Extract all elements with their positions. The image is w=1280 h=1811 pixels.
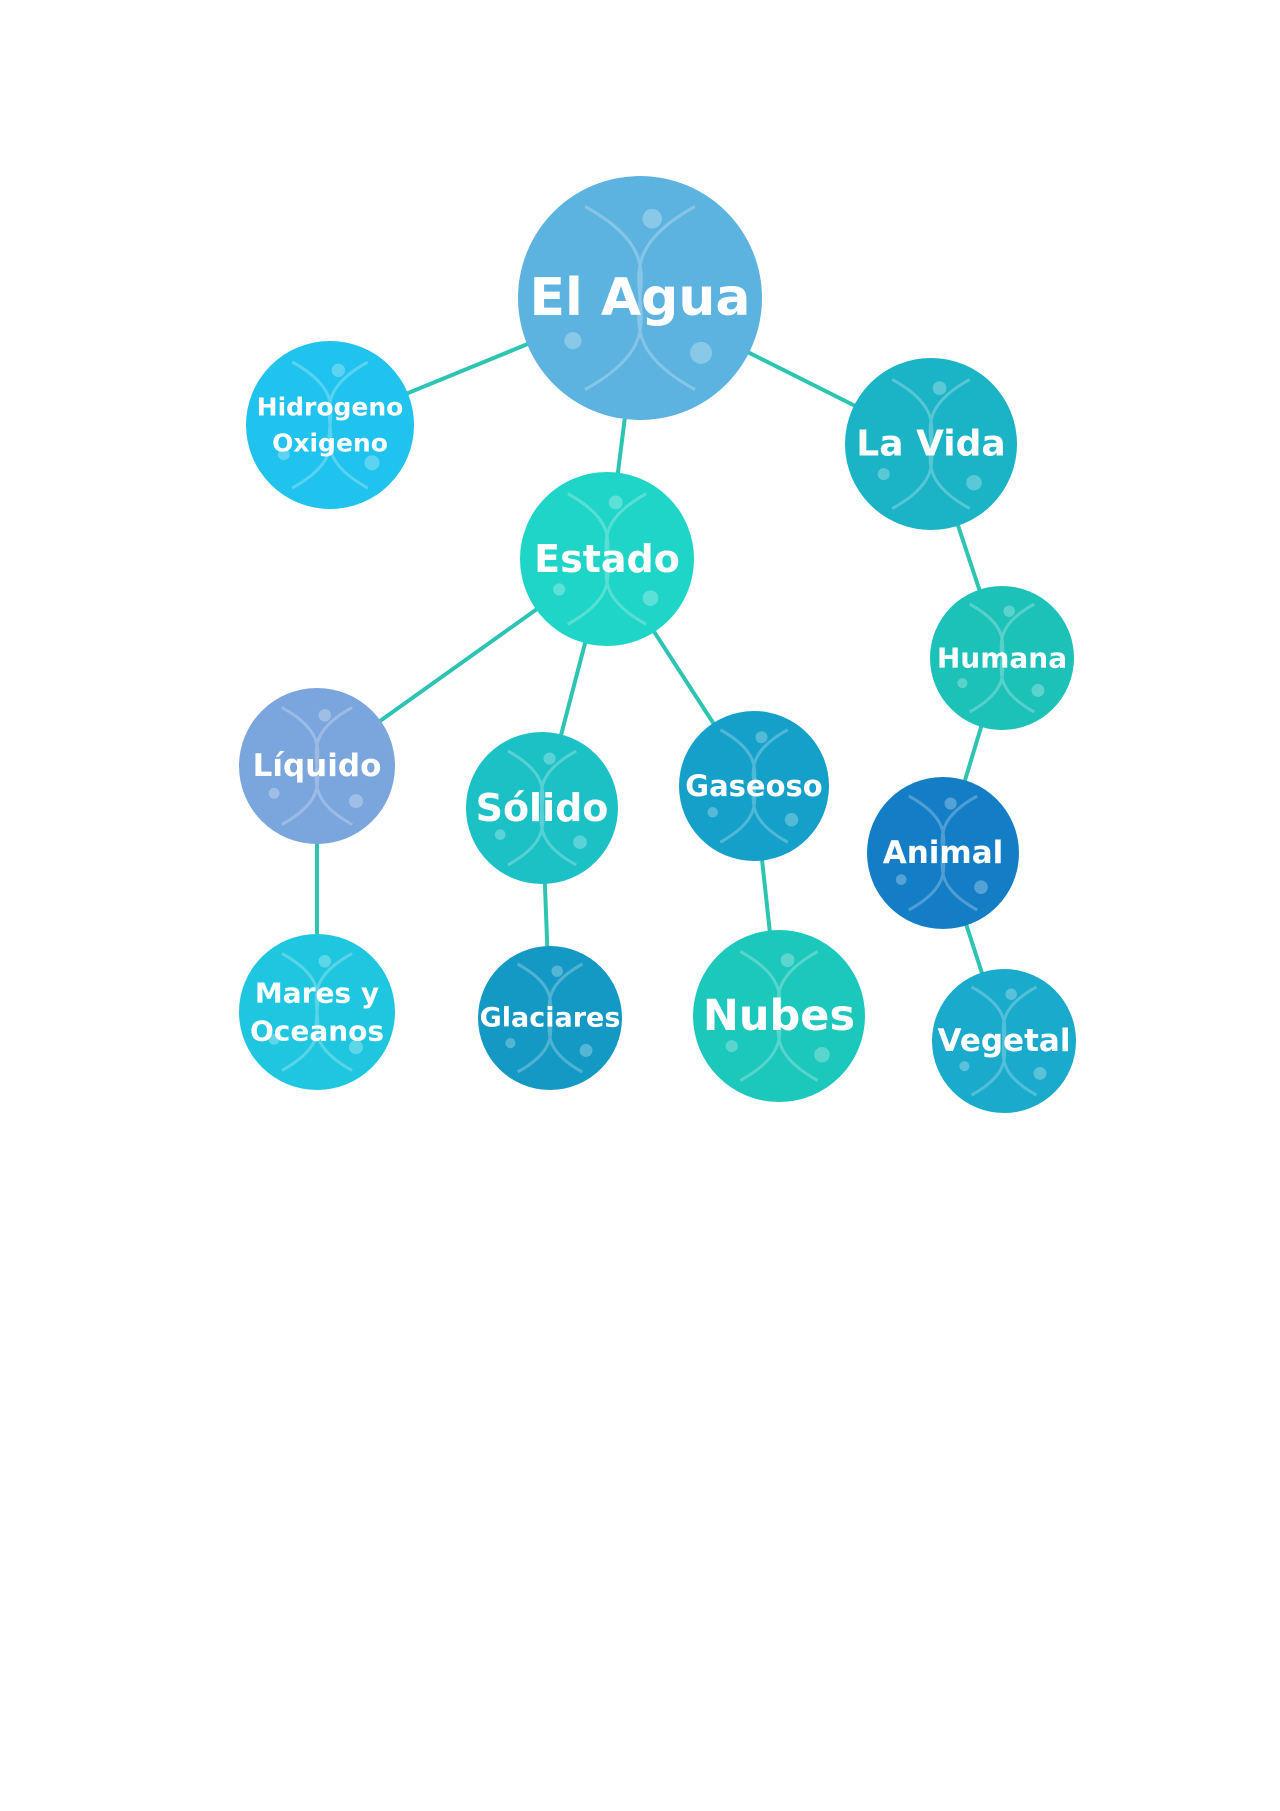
bubble-dot xyxy=(642,208,662,229)
bubble-dot xyxy=(348,794,364,809)
node-label-solido: Sólido xyxy=(476,786,609,830)
bubble-dot xyxy=(784,813,799,827)
bubble-dot xyxy=(543,752,556,765)
node-label-gaseoso: Gaseoso xyxy=(685,769,822,803)
node-label-animal: Animal xyxy=(883,835,1004,871)
bubble-dot xyxy=(932,381,947,395)
bubble-dot xyxy=(553,583,566,596)
bubble-dot xyxy=(364,455,380,471)
node-label-estado: Estado xyxy=(534,537,680,581)
node-label-liquido: Líquido xyxy=(253,748,382,784)
helix-pattern xyxy=(281,706,353,826)
bubble-dot xyxy=(331,363,346,378)
helix-pattern xyxy=(291,360,369,490)
node-label-vegetal: Vegetal xyxy=(938,1023,1071,1059)
node-mares: Mares y Oceanos xyxy=(239,934,395,1090)
helix-pattern xyxy=(968,602,1036,714)
helix-pattern xyxy=(584,205,696,391)
node-label-glaciares: Glaciares xyxy=(480,1003,621,1034)
node-label-hidrogeno-1: Hidrogeno xyxy=(257,393,404,422)
node-label-nubes: Nubes xyxy=(703,991,855,1041)
node-circle-nubes xyxy=(693,930,865,1102)
bubble-dot xyxy=(348,1040,364,1055)
bubble-dot xyxy=(608,495,623,510)
bubble-dot xyxy=(494,829,506,840)
node-label-agua: El Agua xyxy=(529,268,750,328)
bubble-dot xyxy=(1031,683,1045,697)
node-circle-gaseoso xyxy=(679,711,829,861)
node-label-mares-1: Mares y xyxy=(255,977,379,1010)
node-vida: La Vida xyxy=(845,358,1017,530)
node-vegetal: Vegetal xyxy=(932,969,1076,1113)
helix-pattern xyxy=(516,962,584,1074)
node-circle-animal xyxy=(867,777,1019,929)
node-circle-liquido xyxy=(239,688,395,844)
bubble-dot xyxy=(318,709,332,722)
node-agua: El Agua xyxy=(518,176,762,420)
bubble-dot xyxy=(277,448,290,461)
node-circle-estado xyxy=(520,472,694,646)
bubble-dot xyxy=(974,880,988,895)
bubble-dot xyxy=(690,341,712,364)
bubble-dot xyxy=(642,590,659,606)
helix-pattern xyxy=(970,985,1038,1097)
node-circle-vida xyxy=(845,358,1017,530)
bubble-dot xyxy=(579,1043,593,1057)
node-label-vida: La Vida xyxy=(856,424,1005,465)
bubble-dot xyxy=(725,1040,738,1053)
node-label-humana: Humana xyxy=(937,642,1067,675)
bubble-dot xyxy=(268,1033,280,1045)
helix-pattern xyxy=(719,728,789,844)
node-solido: Sólido xyxy=(466,732,618,884)
bubble-dot xyxy=(895,874,907,885)
bubble-dot xyxy=(318,955,332,968)
helix-pattern xyxy=(908,794,978,912)
node-glaciares: Glaciares xyxy=(478,946,622,1090)
bubble-dot xyxy=(1005,988,1017,1000)
helix-pattern xyxy=(891,378,971,510)
bubble-dot xyxy=(966,474,982,491)
node-circle-vegetal xyxy=(932,969,1076,1113)
node-humana: Humana xyxy=(930,586,1074,730)
bubble-dot xyxy=(564,332,582,350)
node-estado: Estado xyxy=(520,472,694,646)
node-label-hidrogeno-2: Oxigeno xyxy=(272,429,388,458)
node-liquido: Líquido xyxy=(239,688,395,844)
bubble-dot xyxy=(959,1061,970,1072)
bubble-dot xyxy=(944,797,957,810)
bubble-dot xyxy=(551,965,563,977)
bubble-dot xyxy=(1033,1066,1047,1080)
bubble-dot xyxy=(505,1038,516,1049)
bubble-dot xyxy=(268,787,280,799)
bubble-dot xyxy=(957,678,968,689)
helix-pattern xyxy=(281,952,353,1072)
node-label-mares-2: Oceanos xyxy=(250,1015,384,1048)
node-animal: Animal xyxy=(867,777,1019,929)
node-circle-agua xyxy=(518,176,762,420)
node-circle-mares xyxy=(239,934,395,1090)
node-gaseoso: Gaseoso xyxy=(679,711,829,861)
bubble-dot xyxy=(814,1046,830,1063)
bubble-dot xyxy=(707,807,718,818)
node-nubes: Nubes xyxy=(693,930,865,1102)
bubble-dot xyxy=(877,468,890,481)
bubble-dot xyxy=(573,835,587,850)
node-circle-humana xyxy=(930,586,1074,730)
helix-pattern xyxy=(567,492,647,626)
bubble-dot xyxy=(780,953,795,967)
bubble-dot xyxy=(755,731,768,744)
node-circle-glaciares xyxy=(478,946,622,1090)
helix-pattern xyxy=(739,950,819,1082)
node-circle-solido xyxy=(466,732,618,884)
node-circle-hidrogeno xyxy=(246,341,414,509)
helix-pattern xyxy=(507,749,577,867)
bubble-dot xyxy=(1003,605,1015,617)
